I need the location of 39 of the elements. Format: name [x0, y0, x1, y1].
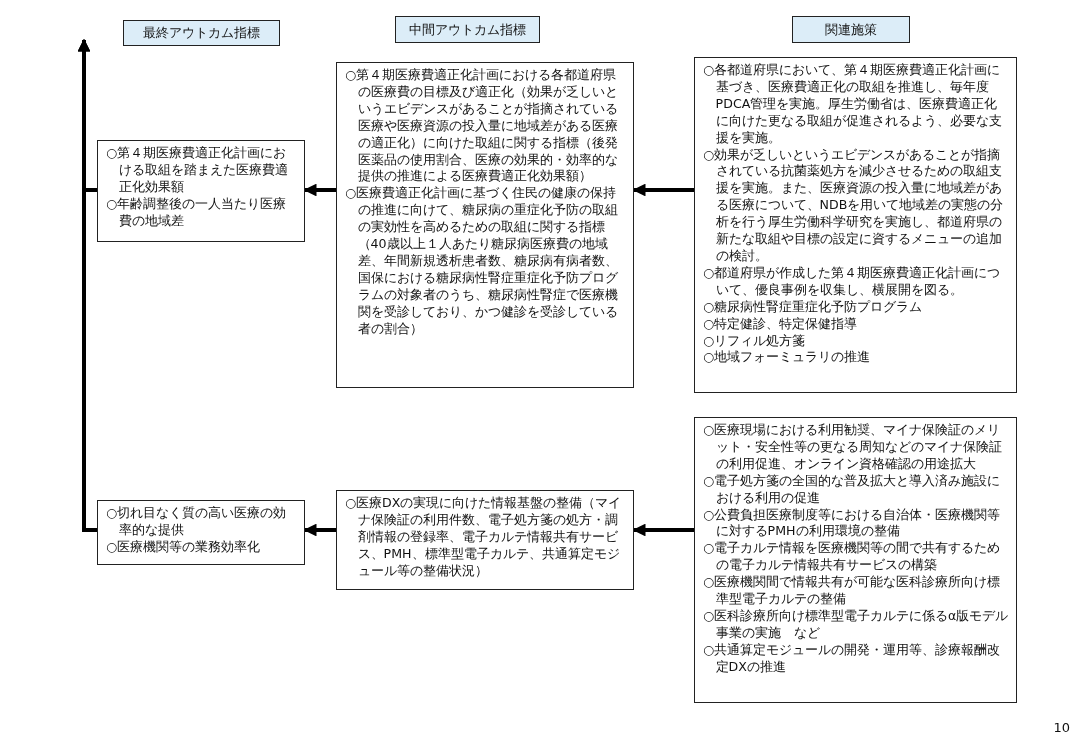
bullet-text: ○医療機関間で情報共有が可能な医科診療所向け標準型電子カルテの整備: [703, 574, 1001, 608]
bullet-text: ○共通算定モジュールの開発・運用等、診療報酬改定DXの推進: [703, 641, 1001, 676]
bullet-text: ○医療DXの実現に向けた情報基盤の整備（マイナ保険証の利用件数、電子処方箋の処方・調剤情報の登録率、電子カルテ情報共有サービス、PMH、標準型電子カルテ、共通算定モジュール等の整備状況）: [345, 495, 623, 580]
arrow: [77, 38, 97, 532]
bullet-text: ○特定健診、特定保健指導: [703, 315, 858, 333]
bullet-text: ○第４期医療費適正化計画における各都道府県の医療費の目標及び適正化（効果が乏しいというエビデンスがあることが指摘されている医療や医療資源の投入量に地域差がある医療の適正化）に向けた取組に関する指標（後発医薬品の使用割合、医療の効果的・効率的な提供の推進による医療費適正化効果額）: [345, 67, 619, 186]
bullet-text: ○電子カルテ情報を医療機関等の間で共有するための電子カルテ情報共有サービスの構築: [703, 540, 1001, 575]
arrow: [303, 183, 336, 197]
column-header: [792, 16, 910, 43]
bullet-text: ○医療費適正化計画に基づく住民の健康の保持の推進に向けて、糖尿病の重症化予防の取組の実効性を高めるための取組に関する指標（40歳以上１人あたり糖尿病医療費の地域差、年間新規透析患者数、糖尿病有病者数、国保における糖尿病性腎症重症化予防プログラムの対象者のうち、糖尿病性腎症で医療機関を受診しており、かつ健診を受診している者の割合）: [345, 185, 619, 338]
bullet-text: ○医療機関等の業務効率化: [106, 538, 261, 556]
measure-box: [694, 57, 1017, 393]
bullet-text: ○効果が乏しいというエビデンスがあることが指摘されている抗菌薬処方を減少させるための取組支援を実施。また、医療資源の投入量に地域差がある医療について、NDBを用いて地域差の実態の分析を行う厚生労働科学研究を実施し、都道府県の新たな取組や目標の設定に資するメニューの追加の検討。: [703, 146, 1005, 265]
bullet-text: ○各都道府県において、第４期医療費適正化計画に基づき、医療費適正化の取組を推進し、毎年度PDCA管理を実施。厚生労働省は、医療費適正化に向けた更なる取組が促進されるよう、必要な支援を実施。: [703, 62, 1003, 147]
bullet-text: ○公費負担医療制度等における自治体・医療機関等に対するPMHの利用環境の整備: [703, 506, 1001, 541]
indicator-box: [336, 490, 634, 590]
header-text: 関連施策: [825, 20, 877, 39]
bullet-text: ○医療現場における利用勧奨、マイナ保険証のメリット・安全性等の更なる周知などのマイナ保険証の利用促進、オンライン資格確認の用途拡大: [703, 422, 1003, 473]
page-number: 10: [1053, 720, 1070, 735]
bullet-text: ○医科診療所向け標準型電子カルテに係るα版モデル事業の実施 など: [703, 607, 1010, 642]
arrow: [632, 523, 694, 537]
bullet-text: ○地域フォーミュラリの推進: [703, 349, 871, 367]
bullet-text: ○都道府県が作成した第４期医療費適正化計画について、優良事例を収集し、横展開を図る。: [703, 264, 1001, 299]
bullet-text: ○電子処方箋の全国的な普及拡大と導入済み施設における利用の促進: [703, 472, 1001, 507]
outcome-box: [97, 140, 305, 242]
column-header: [123, 20, 280, 46]
outcome-box: [97, 500, 305, 565]
bullet-text: ○リフィル処方箋: [703, 332, 806, 350]
bullet-text: ○第４期医療費適正化計画における取組を踏まえた医療費適正化効果額: [106, 145, 289, 196]
column-header: [395, 16, 540, 43]
bullet-text: ○年齢調整後の一人当たり医療費の地域差: [106, 195, 287, 230]
measure-box: [694, 417, 1017, 703]
header-text: 中間アウトカム指標: [409, 20, 526, 39]
indicator-box: [336, 62, 634, 388]
arrow: [303, 523, 336, 537]
bullet-text: ○切れ目なく質の高い医療の効率的な提供: [106, 505, 287, 539]
bullet-text: ○糖尿病性腎症重症化予防プログラム: [703, 298, 923, 316]
header-text: 最終アウトカム指標: [143, 24, 260, 42]
arrow: [632, 183, 694, 197]
